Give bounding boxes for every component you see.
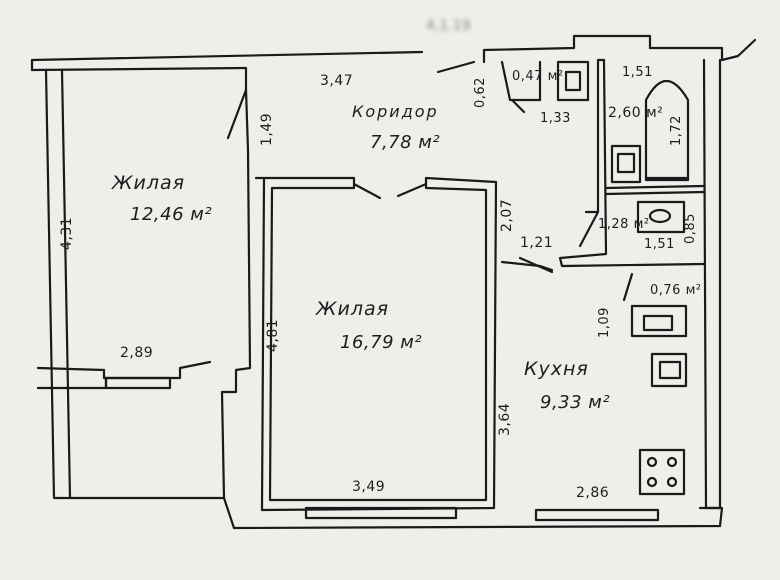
toilet-bowl — [648, 208, 672, 224]
pantry-wall — [622, 272, 634, 302]
closet-door — [510, 98, 526, 114]
dim-kitchen-height: 3,64 — [497, 402, 513, 436]
closet-box-inner — [564, 70, 582, 92]
room-area-living-left: 12,46 м² — [130, 204, 213, 225]
dim-closet-width: 0,62 — [473, 77, 488, 108]
corridor-door-top — [436, 60, 476, 74]
blurred-plan-number: 4,1.19 — [426, 18, 471, 34]
balcony-window — [104, 376, 172, 390]
wall-right-outer — [702, 58, 722, 510]
room-area-toilet: 1,28 м² — [598, 217, 650, 232]
dim-left-wall: 4,31 — [59, 216, 75, 250]
door-swing-center-b — [396, 182, 428, 198]
bath-sink-inner — [616, 152, 636, 174]
dim-bath-width: 1,51 — [622, 65, 653, 80]
room-name-corridor: Коридор — [352, 102, 439, 121]
kitchen-sink — [650, 352, 688, 388]
dim-balcony-width: 2,89 — [120, 345, 154, 361]
room-area-bathroom: 2,60 м² — [608, 105, 664, 121]
pantry-unit-inner — [642, 314, 674, 332]
door-swing-center-a — [352, 182, 382, 200]
window-kitchen — [534, 508, 660, 522]
stove-burner-2 — [666, 456, 678, 468]
wall-center-room — [254, 176, 498, 512]
room-name-kitchen: Кухня — [524, 358, 589, 380]
stove — [638, 448, 686, 496]
dim-top-wall: 3,47 — [320, 73, 354, 89]
wall-closet — [500, 60, 542, 102]
window-center — [304, 506, 458, 520]
wall-bottom — [222, 496, 724, 530]
room-area-closet: 0,47 м² — [512, 69, 564, 84]
toilet-tank — [636, 200, 686, 234]
bath-sink — [610, 144, 642, 184]
wall-top-right — [482, 34, 757, 64]
dim-closet-depth: 1,33 — [540, 111, 571, 126]
room-area-living-center: 16,79 м² — [340, 332, 423, 353]
wall-bath-toilet-2 — [604, 190, 706, 196]
dim-toilet-depth: 0,85 — [683, 213, 698, 244]
room-name-living-left: Жилая — [112, 172, 186, 194]
dim-pantry-side: 1,09 — [597, 307, 612, 338]
wall-balcony — [36, 360, 212, 380]
room-area-corridor: 7,78 м² — [370, 132, 441, 153]
stove-burner-4 — [666, 476, 678, 488]
closet-box — [556, 60, 590, 102]
wall-partition-left — [68, 66, 252, 500]
door-swing-left — [226, 88, 248, 140]
room-name-living-center: Жилая — [316, 298, 390, 320]
dim-center-width: 3,49 — [352, 479, 386, 495]
dim-toilet-width: 1,51 — [644, 237, 675, 252]
wall-left-outer — [44, 68, 72, 500]
stove-burner-1 — [646, 456, 658, 468]
dim-corridor-bottom: 1,21 — [520, 235, 554, 251]
wall-left-inner — [30, 66, 248, 72]
room-area-kitchen: 9,33 м² — [540, 392, 611, 413]
door-swing-corridor — [518, 256, 554, 274]
dim-bath-depth: 1,72 — [669, 115, 684, 146]
dim-center-height: 4,81 — [265, 318, 281, 352]
wall-bath-toilet — [604, 184, 706, 190]
dim-corridor-right: 2,07 — [499, 198, 515, 232]
bath-door-swing — [578, 210, 600, 248]
dim-kitchen-width: 2,86 — [576, 485, 610, 501]
bathtub — [644, 80, 690, 182]
dim-left-partition: 1,49 — [259, 112, 275, 146]
stove-burner-3 — [646, 476, 658, 488]
wall-top-left — [30, 50, 424, 72]
pantry-unit — [630, 304, 688, 338]
wall-balcony-sill — [36, 376, 108, 390]
kitchen-sink-inner — [658, 360, 682, 380]
wall-bath-block — [558, 58, 706, 268]
room-area-pantry: 0,76 м² — [650, 283, 702, 298]
